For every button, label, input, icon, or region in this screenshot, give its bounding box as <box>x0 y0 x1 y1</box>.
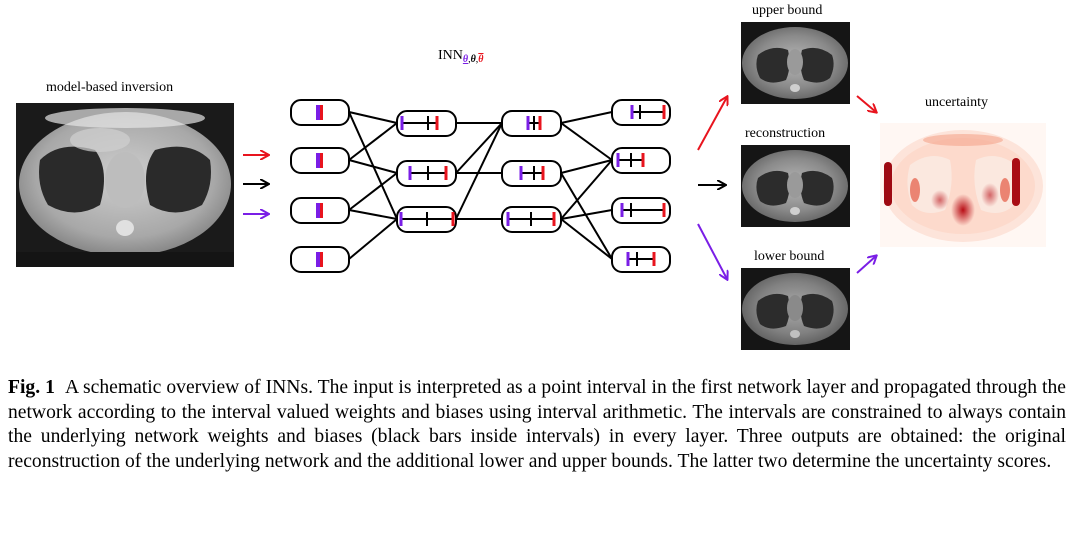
layer-4 <box>611 99 671 273</box>
ct-image-upper-bound <box>741 22 850 104</box>
ct-image-lower-bound <box>741 268 850 350</box>
figure-caption: Fig. 1 A schematic overview of INNs. The… <box>8 376 1066 474</box>
figure-label: Fig. 1 <box>8 377 55 398</box>
network-node <box>396 206 457 233</box>
upper-bound-label: upper bound <box>752 3 823 18</box>
reconstruction-label: reconstruction <box>745 126 826 141</box>
network-node <box>290 99 350 126</box>
layer-1 <box>290 99 350 273</box>
network-node <box>290 246 350 273</box>
layer-3 <box>501 110 562 233</box>
upper-output-arrow <box>697 97 727 151</box>
network-node <box>290 147 350 174</box>
network-node <box>501 160 562 187</box>
layer-2 <box>396 110 457 233</box>
inn-label: INNθ,θ,θ <box>438 48 484 65</box>
ct-image-input <box>16 103 234 267</box>
network-connections <box>348 111 613 260</box>
network-node <box>611 197 671 224</box>
uncertainty-heatmap <box>880 123 1046 247</box>
inn-schematic <box>16 22 1046 350</box>
model-based-inversion-label: model-based inversion <box>46 80 174 95</box>
upper-to-uncertainty-arrow <box>856 95 876 112</box>
network-node <box>501 110 562 137</box>
uncertainty-label: uncertainty <box>925 95 988 110</box>
caption-text: A schematic overview of INNs. The input … <box>8 377 1066 472</box>
lower-bound-label: lower bound <box>754 249 825 264</box>
lower-to-uncertainty-arrow <box>856 256 876 274</box>
network-node <box>290 197 350 224</box>
network-node <box>611 99 671 126</box>
network-node <box>501 206 562 233</box>
network-node <box>611 246 671 273</box>
lower-output-arrow <box>697 223 727 279</box>
network-node <box>396 160 457 187</box>
ct-image-reconstruction <box>741 145 850 227</box>
network-node <box>396 110 457 137</box>
network-node <box>611 147 671 174</box>
